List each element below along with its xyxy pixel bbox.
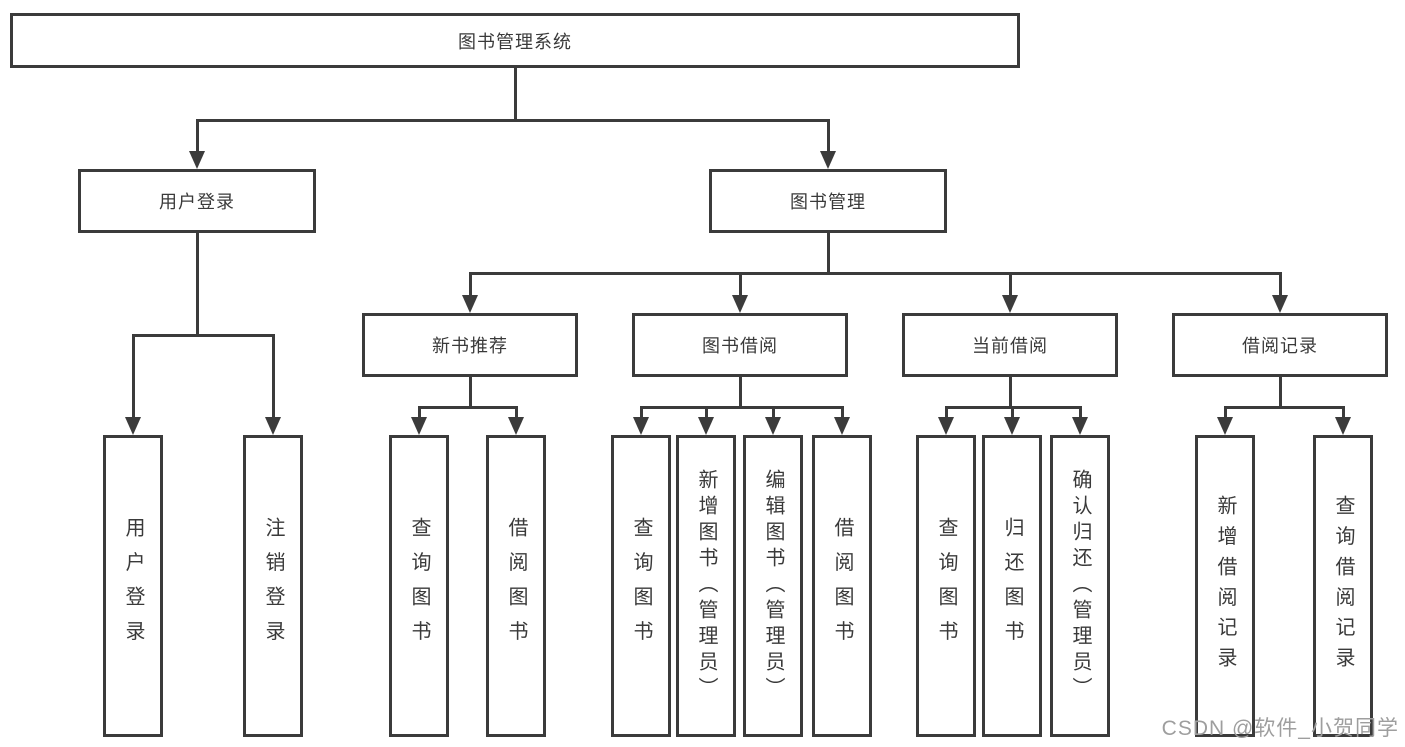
arrow-down-icon (1217, 417, 1233, 435)
node-label: 用户登录 (159, 192, 235, 212)
leaf-label: 用户登录 (122, 517, 144, 655)
arrow-down-icon (1072, 417, 1088, 435)
connector-line (1341, 407, 1345, 419)
leaf-edit-books-admin: 编辑图书（管理员） (743, 435, 803, 737)
connector-line (195, 120, 199, 153)
connector-line (195, 233, 199, 335)
arrow-down-icon (732, 295, 748, 313)
connector-line (131, 333, 275, 337)
leaf-logout: 注销登录 (243, 435, 303, 737)
arrow-down-icon (834, 417, 850, 435)
leaf-label: 查询图书 (630, 517, 652, 655)
leaf-add-books-admin: 新增图书（管理员） (676, 435, 736, 737)
arrow-down-icon (938, 417, 954, 435)
connector-line (826, 233, 830, 273)
node-borrowing-records: 借阅记录 (1172, 313, 1388, 377)
leaf-query-borrow-record: 查询借阅记录 (1313, 435, 1373, 737)
connector-line (271, 335, 275, 419)
connector-line (738, 273, 742, 297)
arrow-down-icon (698, 417, 714, 435)
leaf-label: 查询借阅记录 (1332, 494, 1354, 678)
connector-line (1278, 377, 1282, 407)
node-label: 当前借阅 (972, 336, 1048, 356)
arrow-down-icon (508, 417, 524, 435)
connector-line (417, 405, 518, 409)
leaf-query-books-recommend: 查询图书 (389, 435, 449, 737)
leaf-query-books-current: 查询图书 (916, 435, 976, 737)
node-current-borrowing: 当前借阅 (902, 313, 1118, 377)
leaf-query-books-borrowing: 查询图书 (611, 435, 671, 737)
node-book-borrowing: 图书借阅 (632, 313, 848, 377)
connector-line (738, 377, 742, 407)
leaf-confirm-return-admin: 确认归还（管理员） (1050, 435, 1110, 737)
csdn-watermark: CSDN @软件_小贺同学 (1161, 717, 1399, 740)
arrow-down-icon (411, 417, 427, 435)
connector-line (1223, 407, 1227, 419)
connector-line (944, 407, 948, 419)
node-label: 图书管理 (790, 192, 866, 212)
connector-line (1278, 273, 1282, 297)
arrow-down-icon (765, 417, 781, 435)
arrow-down-icon (1272, 295, 1288, 313)
arrow-down-icon (462, 295, 478, 313)
connector-line (1010, 407, 1014, 419)
node-label: 图书借阅 (702, 336, 778, 356)
node-label: 借阅记录 (1242, 336, 1318, 356)
connector-line (1008, 377, 1012, 407)
connector-line (468, 271, 1282, 275)
connector-line (131, 335, 135, 419)
node-label: 图书管理系统 (458, 31, 572, 52)
leaf-label: 编辑图书（管理员） (762, 469, 784, 703)
connector-line (639, 405, 844, 409)
leaf-label: 归还图书 (1001, 517, 1023, 655)
leaf-label: 查询图书 (935, 517, 957, 655)
connector-line (513, 68, 517, 120)
connector-line (195, 118, 830, 122)
leaf-user-login: 用户登录 (103, 435, 163, 737)
connector-line (840, 407, 844, 419)
leaf-label: 查询图书 (408, 517, 430, 655)
leaf-label: 新增借阅记录 (1214, 494, 1236, 678)
arrow-down-icon (820, 151, 836, 169)
arrow-down-icon (189, 151, 205, 169)
connector-line (1078, 407, 1082, 419)
connector-line (771, 407, 775, 419)
node-new-book-recommendation: 新书推荐 (362, 313, 578, 377)
node-book-management: 图书管理 (709, 169, 947, 233)
connector-line (514, 407, 518, 419)
leaf-label: 借阅图书 (505, 517, 527, 655)
arrow-down-icon (265, 417, 281, 435)
arrow-down-icon (125, 417, 141, 435)
arrow-down-icon (1004, 417, 1020, 435)
connector-line (704, 407, 708, 419)
leaf-label: 新增图书（管理员） (695, 469, 717, 703)
connector-line (639, 407, 643, 419)
leaf-add-borrow-record: 新增借阅记录 (1195, 435, 1255, 737)
leaf-label: 确认归还（管理员） (1069, 469, 1091, 703)
arrow-down-icon (1335, 417, 1351, 435)
leaf-borrow-books: 借阅图书 (812, 435, 872, 737)
connector-line (417, 407, 421, 419)
connector-line (1008, 273, 1012, 297)
leaf-label: 借阅图书 (831, 517, 853, 655)
node-user-login: 用户登录 (78, 169, 316, 233)
arrow-down-icon (633, 417, 649, 435)
leaf-return-books: 归还图书 (982, 435, 1042, 737)
node-label: 新书推荐 (432, 336, 508, 356)
connector-line (468, 377, 472, 407)
arrow-down-icon (1002, 295, 1018, 313)
leaf-label: 注销登录 (262, 517, 284, 655)
leaf-borrow-books-recommend: 借阅图书 (486, 435, 546, 737)
connector-line (826, 120, 830, 153)
node-library-management-system: 图书管理系统 (10, 13, 1020, 68)
connector-line (1223, 405, 1345, 409)
connector-line (468, 273, 472, 297)
